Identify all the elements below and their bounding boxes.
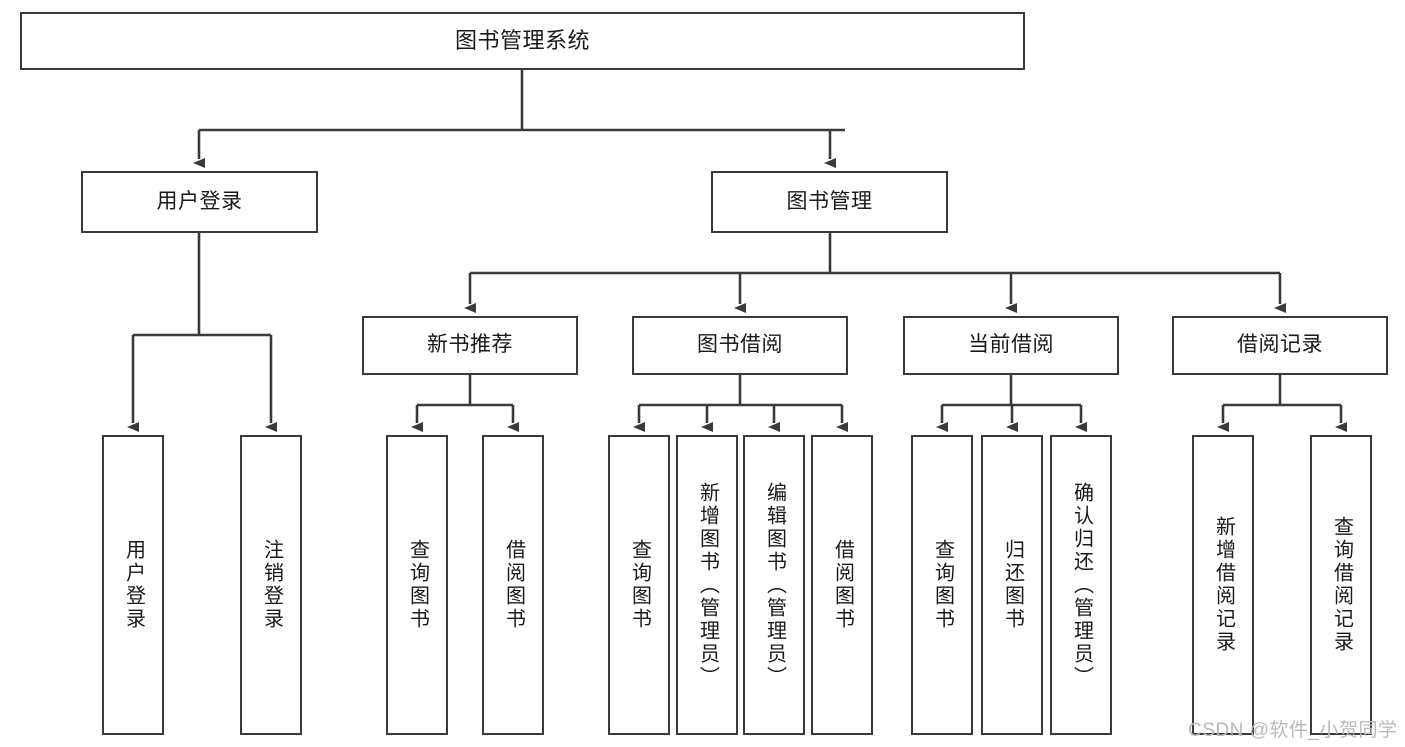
node-leaf-add-borrow-record-label: 新增借阅记录 <box>1212 516 1235 654</box>
node-book-manage[interactable]: 图书管理 <box>711 171 948 233</box>
node-leaf-user-login[interactable]: 用户登录 <box>102 435 164 735</box>
node-current-borrow[interactable]: 当前借阅 <box>903 316 1119 375</box>
node-root-label: 图书管理系统 <box>454 28 590 54</box>
node-leaf-query-borrow-record-label: 查询借阅记录 <box>1330 516 1353 654</box>
node-borrow-record-label: 借阅记录 <box>1237 333 1323 357</box>
node-root[interactable]: 图书管理系统 <box>20 12 1025 70</box>
node-borrow-record[interactable]: 借阅记录 <box>1172 316 1388 375</box>
node-leaf-query-borrow-record[interactable]: 查询借阅记录 <box>1310 435 1372 735</box>
node-leaf-return-book[interactable]: 归还图书 <box>981 435 1043 735</box>
node-user-login[interactable]: 用户登录 <box>81 171 318 233</box>
node-leaf-query-book-3-label: 查询图书 <box>931 539 954 631</box>
node-leaf-confirm-return-admin[interactable]: 确认归还（管理员） <box>1050 435 1112 735</box>
node-leaf-borrow-book-1-label: 借阅图书 <box>502 539 525 631</box>
node-leaf-add-borrow-record[interactable]: 新增借阅记录 <box>1192 435 1254 735</box>
node-leaf-query-book-1[interactable]: 查询图书 <box>386 435 448 735</box>
node-leaf-add-book-admin-label: 新增图书（管理员） <box>696 481 719 689</box>
node-leaf-borrow-book-2[interactable]: 借阅图书 <box>811 435 873 735</box>
node-leaf-query-book-2-label: 查询图书 <box>628 539 651 631</box>
node-leaf-logout-login-label: 注销登录 <box>260 539 283 631</box>
node-current-borrow-label: 当前借阅 <box>968 333 1054 357</box>
watermark: CSDN @软件_小贺同学 <box>1188 720 1398 741</box>
node-user-login-label: 用户登录 <box>156 189 243 213</box>
node-leaf-confirm-return-admin-label: 确认归还（管理员） <box>1070 481 1093 689</box>
node-book-manage-label: 图书管理 <box>786 189 873 213</box>
node-book-borrow[interactable]: 图书借阅 <box>632 316 848 375</box>
node-new-book-recommend-label: 新书推荐 <box>427 333 513 357</box>
node-leaf-edit-book-admin[interactable]: 编辑图书（管理员） <box>743 435 805 735</box>
node-leaf-query-book-1-label: 查询图书 <box>406 539 429 631</box>
node-leaf-borrow-book-1[interactable]: 借阅图书 <box>482 435 544 735</box>
node-leaf-query-book-3[interactable]: 查询图书 <box>911 435 973 735</box>
node-book-borrow-label: 图书借阅 <box>697 333 783 357</box>
node-leaf-return-book-label: 归还图书 <box>1001 539 1024 631</box>
node-leaf-query-book-2[interactable]: 查询图书 <box>608 435 670 735</box>
node-leaf-add-book-admin[interactable]: 新增图书（管理员） <box>676 435 738 735</box>
node-leaf-borrow-book-2-label: 借阅图书 <box>831 539 854 631</box>
node-leaf-edit-book-admin-label: 编辑图书（管理员） <box>763 481 786 689</box>
node-leaf-logout-login[interactable]: 注销登录 <box>240 435 302 735</box>
node-leaf-user-login-label: 用户登录 <box>122 539 145 631</box>
node-new-book-recommend[interactable]: 新书推荐 <box>362 316 578 375</box>
